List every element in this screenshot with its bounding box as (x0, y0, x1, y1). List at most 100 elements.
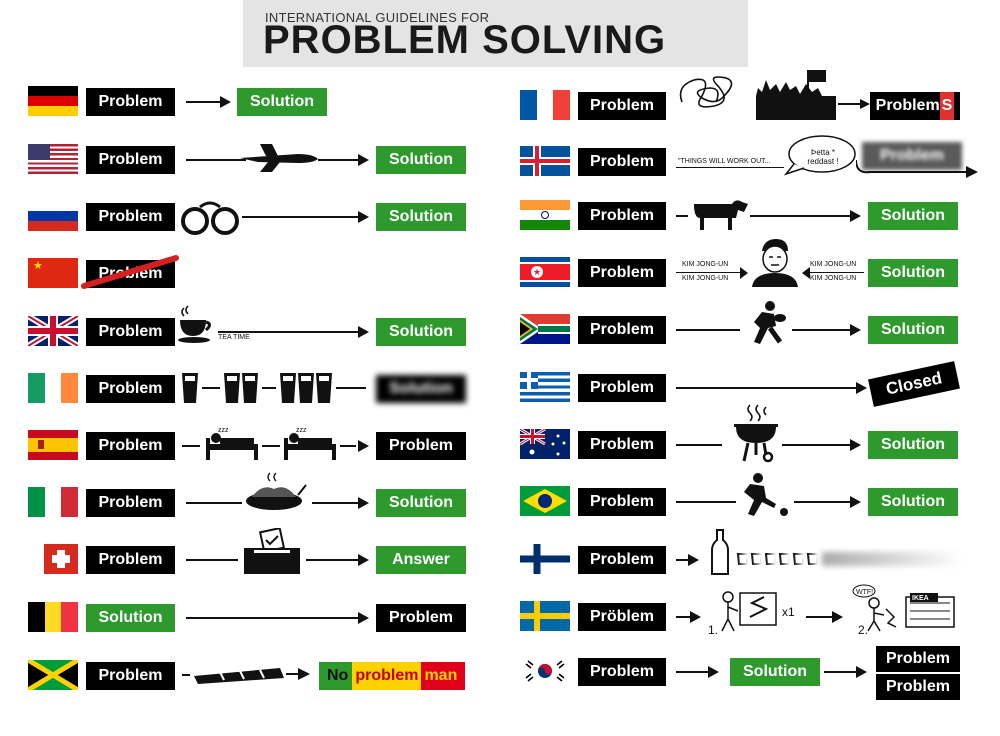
curved-arrow (856, 159, 978, 178)
russia-flag (28, 201, 78, 231)
arrow-head (358, 440, 369, 452)
arrow-head (690, 611, 701, 623)
arrow-line (676, 444, 722, 446)
arrow-head (358, 211, 369, 223)
arrow-head (850, 496, 861, 508)
row-belgium: Solution Problem (0, 596, 480, 632)
greece-flag (520, 372, 570, 402)
australia-flag (520, 429, 570, 459)
belgium-flag (28, 602, 78, 632)
step-1-label: 1. (708, 623, 719, 637)
jamaica-flag (28, 660, 78, 690)
problem-box: Problem (86, 662, 175, 690)
problem-box-result: Problem (376, 604, 466, 632)
x1-label: x1 (782, 605, 795, 619)
row-south-africa: Problem Solution (500, 301, 990, 344)
row-finland: Problem (500, 529, 990, 575)
problems-word: Problem (875, 97, 940, 114)
arrow-line (186, 617, 358, 619)
problem-box: Problem (578, 259, 666, 287)
arrow-line (824, 671, 856, 673)
solution-box: Solution (730, 658, 820, 686)
solution-box-blurred: Solution (376, 375, 466, 403)
arrow-head (856, 666, 867, 678)
ireland-flag (28, 373, 78, 403)
arrow-line (676, 329, 740, 331)
teacup-icon (178, 305, 211, 343)
arrow-head (832, 611, 843, 623)
problem-umlaut-box: Pröblem (578, 603, 666, 631)
barbecue-grill-icon (734, 404, 778, 463)
sweden-flag (520, 601, 570, 631)
header-banner: INTERNATIONAL GUIDELINES FOR PROBLEM SOL… (243, 0, 748, 67)
arrow-head (740, 267, 748, 279)
no-segment: No (319, 662, 353, 690)
row-australia: Problem Solution (500, 404, 990, 463)
iceland-flag (520, 146, 570, 176)
row-greece: Problem Closed (500, 361, 990, 407)
kim-jong-un-label-3: KIM JONG-UN (810, 261, 857, 268)
problem-box: Problem (86, 203, 175, 231)
problem-box: Problem (86, 546, 175, 574)
solution-box: Solution (376, 489, 466, 517)
arrow-head (708, 666, 719, 678)
handcuffs-icon (181, 201, 239, 235)
problem-box: Problem (578, 92, 666, 120)
row-ireland: Problem Solution (0, 367, 480, 403)
problem-box: Problem (86, 88, 175, 116)
row-spain: Problem zzz zzz Problem (0, 424, 480, 460)
solution-box: Solution (376, 318, 466, 346)
arrow-head (220, 96, 231, 108)
arrow-line (676, 272, 740, 273)
arrow-head (358, 554, 369, 566)
arrow-head (358, 612, 369, 624)
solution-box: Solution (237, 88, 327, 116)
rugby-player-icon (754, 301, 786, 344)
arrow-head (850, 210, 861, 222)
wtf-ikea-icon: WTF! IKEA (852, 584, 955, 632)
problem-box: Problem (86, 146, 175, 174)
south-africa-flag (520, 314, 570, 344)
brazil-flag (520, 486, 570, 516)
arrow-line (794, 501, 850, 503)
kim-jong-un-label-2: KIM JONG-UN (682, 275, 729, 282)
problem-box: Problem (578, 148, 666, 176)
kim-jong-un-portrait-icon (752, 239, 798, 287)
arrow-line (312, 502, 358, 504)
spaghetti-icon (246, 472, 307, 510)
things-will-work-out-caption: "THINGS WILL WORK OUT... (678, 158, 771, 165)
arrow-line (218, 331, 358, 333)
arrow-line (186, 159, 246, 161)
row-germany: Problem Solution (0, 80, 480, 116)
india-flag (520, 200, 570, 230)
italy-flag (28, 487, 78, 517)
arrow-line (186, 559, 238, 561)
svg-text:IKEA: IKEA (912, 595, 929, 602)
vodka-bottle-icon (711, 529, 729, 575)
north-korea-flag: ★ (520, 257, 570, 287)
thetta-reddast-text: Þetta * reddast ! (807, 148, 839, 166)
arrow-head (850, 324, 861, 336)
header-title: PROBLEM SOLVING (263, 18, 667, 62)
arrow-line (782, 444, 850, 446)
china-flag: ★ (28, 258, 78, 288)
problem-box-blurred: Problem (862, 142, 962, 170)
problem-box-result: Problem (376, 432, 466, 460)
arrow-line (318, 159, 358, 161)
uk-flag (28, 316, 78, 346)
row-usa: Problem Solution (0, 138, 480, 174)
problem-box: Problem (578, 658, 666, 686)
arrow-head (850, 439, 861, 451)
solution-box: Solution (376, 146, 466, 174)
arrow-head (358, 326, 369, 338)
arrow-line (186, 101, 220, 103)
usa-flag (28, 144, 78, 174)
row-sweden: Pröblem 1. x1 2. WTF! IKEA (500, 584, 990, 637)
problem-box: Problem (86, 375, 175, 403)
tea-time-label: TEA TIME (218, 334, 250, 341)
problem-box: Problem (86, 318, 175, 346)
shot-glasses-icon (736, 552, 962, 566)
